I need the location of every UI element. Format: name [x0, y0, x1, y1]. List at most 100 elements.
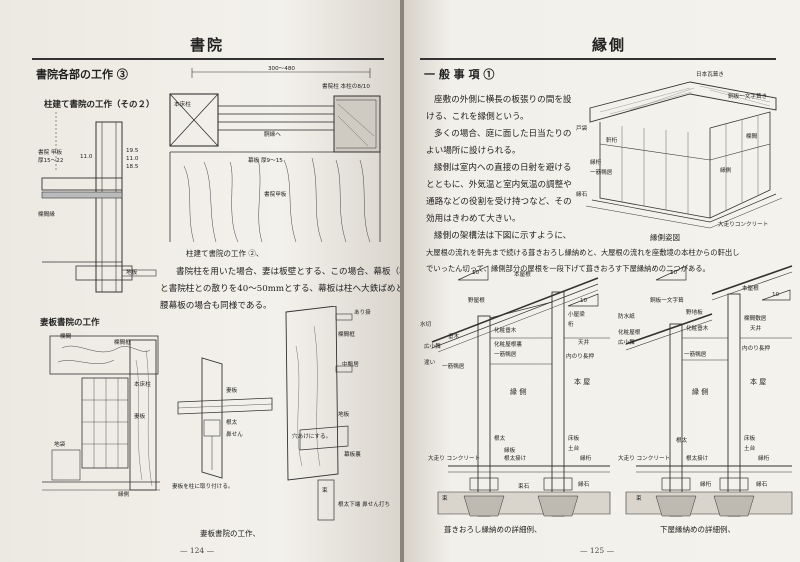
fig1-title: 柱建て書院の工作（その２）	[44, 100, 155, 110]
dl-oowashi: 大走り コンクリート	[428, 454, 480, 462]
dr-honya: 本 屋	[750, 377, 766, 386]
fig2-shoin-gata: 妻板を柱に取り付ける。	[172, 482, 234, 490]
pitch-3: 10	[670, 270, 678, 276]
right-section-title: 一 般 事 項 ①	[424, 68, 495, 81]
dr-tenjo: 天井	[750, 324, 762, 332]
right-para1-line-1: 座敷の外側に横長の板張りの間を設	[434, 95, 572, 105]
fig1-shoin-bashira: 書院柱 本柱の8/10	[322, 82, 370, 90]
right-para1-line-6: とともに、外気温と室内気温の調整や	[426, 180, 572, 190]
fig1-dim4: 18.5	[126, 164, 139, 170]
dr-tsuka: 束	[636, 495, 642, 502]
right-folio: — 125 —	[580, 546, 615, 555]
fig2-ari-kake: あり掛	[354, 308, 371, 316]
dl-hiroko: 広小舞	[424, 342, 441, 350]
dl-yuka: 床板	[568, 434, 580, 442]
fig2-tsumaita: 妻板	[134, 412, 146, 420]
right-para1-line-3: 多くの場合、庭に面した日当たりの	[434, 129, 572, 139]
dl-neda: 根太	[494, 434, 506, 442]
fig2-shita-ari: 穴あけにする。	[292, 432, 331, 440]
right-para1-line-9: 縁側の架構法は下図に示すように、	[434, 231, 572, 241]
right-detail-caption: 下屋縁納めの詳細例、	[660, 525, 735, 534]
right-para2-line-1: 大屋根の流れを軒先まで続ける葺きおろし縁納めと、大屋根の流れを座敷境の本柱からの…	[426, 248, 740, 257]
dl-keta2: 縁桁	[580, 454, 592, 462]
dl-kesho: 化粧屋根裏	[494, 340, 522, 348]
dr-engake: 根太掛け	[686, 454, 709, 462]
right-para1-line-5: 縁側は室内への直接の日射を避ける	[434, 163, 572, 173]
right-para1-line-2: ける、これを縁側という。	[426, 112, 529, 122]
fukioroshi-detail-drawing: 10 10 本屋根 野屋根 小屋梁 桁 天井 水切 垂木	[420, 265, 611, 517]
right-running-head: 縁側	[592, 36, 627, 54]
dr-doudai: 土台	[744, 444, 756, 452]
dl-honya: 本 屋	[574, 377, 590, 386]
fig1-dim1: 11.0	[80, 154, 93, 160]
dl-tenjo: 天井	[578, 338, 590, 346]
left-section-title: 書院各部の工作 ③	[36, 68, 128, 81]
dr-chigai: 化粧屋根	[618, 328, 641, 336]
fig2-joint-drawing: 妻板 根太 鼻せん 妻板を柱に取り付ける。	[172, 357, 273, 490]
persp-nihon-kawara: 日本瓦葺き	[696, 70, 724, 78]
right-para1-line-4: よい場所に設けられる。	[426, 146, 521, 156]
fig1-dimension: 300～480	[268, 66, 295, 72]
dl-tsuka: 束石	[518, 483, 530, 490]
dr-yuka: 床板	[744, 434, 756, 442]
fig1-makuita: 幕板 厚9～15	[248, 156, 283, 164]
fig1-honyubashira: 本床柱	[174, 100, 191, 108]
dr-nureen: 縁石	[756, 480, 768, 488]
dr-hiroko: 広小舞	[618, 338, 635, 346]
fig2-elevation-drawing: 欄間 欄間框 地袋 本床柱 妻板 縁側	[42, 332, 160, 498]
fig2-chiita: 地板	[338, 410, 350, 418]
persp-caption: 縁側姿図	[650, 233, 680, 242]
persp-engawa: 縁側	[720, 166, 732, 174]
dr-sui: 防水紙	[618, 312, 635, 320]
fig2-nakamakamachi: 中鴨居	[342, 360, 359, 368]
fig2-kuginuki: 根太下端 鼻せん打ち	[338, 500, 390, 508]
persp-nureen: 縁石	[576, 190, 588, 198]
persp-ranma: 欄間	[746, 132, 758, 140]
dr-engawa: 縁 側	[692, 387, 708, 396]
dl-kashiki: 化粧垂木	[494, 326, 517, 334]
fig1-shoin-kouita: 書院甲板	[264, 190, 287, 198]
dr-hari: 一筋鴨居	[684, 350, 707, 358]
dr-neda: 根太	[676, 436, 688, 444]
right-para2-line-2: でいったん切って、縁側部分の屋根を一段下げて葺きおろす下屋縁納めの二つがある。	[426, 264, 710, 273]
right-para1-line-7: 通路などの役割を受け持つなど、その	[426, 197, 572, 207]
fig2-tsumaita-detail: あり掛 欄間框 中鴨居 地板 穴あけにする。 幕板裏 束 根太下端 鼻せん打ち	[285, 306, 390, 521]
dl-engawa: 縁 側	[510, 387, 526, 396]
persp-tobukuro: 戸袋	[576, 124, 588, 132]
dl-sui: 水切	[420, 320, 432, 328]
dr-kaeru: 化粧垂木	[686, 324, 709, 332]
persp-nokigeta: 軒桁	[606, 136, 618, 144]
pitch-4: 10	[772, 292, 780, 298]
fig2-tsuka: 束	[322, 487, 328, 494]
fig2-honyu: 本床柱	[134, 380, 151, 388]
dl-doudai: 土台	[568, 444, 580, 452]
dl-yaneita: 野屋根	[468, 296, 485, 304]
fig1-label-a: 書院 甲板	[38, 148, 63, 156]
fig2-ranma: 欄間	[60, 332, 72, 340]
persp-dobukuro: 銅板一文字葺き	[728, 92, 767, 100]
fig2-ranmakamachi: 欄間框	[114, 338, 131, 346]
fig2-neda: 根太	[226, 418, 238, 426]
fig2-title: 妻板書院の工作	[40, 318, 100, 328]
fig2-makuita-ura: 幕板裏	[344, 450, 361, 458]
fig2-jibukuro: 地袋	[54, 440, 66, 448]
engawa-perspective-drawing: 日本瓦葺き 銅板一文字葺き 戸袋 欄間 軒桁 縁桁 一筋鴨居 縁側 大走りコンク…	[576, 70, 783, 229]
dl-ensoku: 縁板	[504, 446, 516, 454]
dr-nagaoshi: 内のり長押	[742, 344, 770, 352]
dl-ashigatame: 束	[442, 495, 448, 502]
right-para1-line-8: 効用はきわめて大きい。	[426, 214, 521, 224]
left-page: 書院 書院各部の工作 ③ 柱建て書院の工作（その２） 書院 甲板 厚15～22 …	[0, 0, 430, 562]
fig1-caption: 柱建て書院の工作 ②、	[186, 249, 264, 258]
fig2-ranmakamachi2: 欄間框	[338, 330, 355, 338]
dr-dobukuro: 銅板一文字葺	[650, 296, 684, 304]
persp-ichimai: 一筋鴨居	[590, 168, 613, 176]
dl-chigai: 違い	[424, 358, 436, 366]
dl-hari: 一筋鴨居	[494, 350, 517, 358]
pitch-1: 10	[472, 270, 480, 276]
left-para-line-1: 書院柱を用いた場合、妻は板壁とする、この場合、幕板（板壁）	[176, 267, 425, 277]
dl-uchinori: 内のり長押	[566, 352, 594, 360]
dl-keta: 桁	[568, 320, 574, 328]
left-para-line-3: 腰幕板の場合も同様である。	[160, 301, 272, 311]
dr-nogake: 野地板	[686, 308, 703, 316]
